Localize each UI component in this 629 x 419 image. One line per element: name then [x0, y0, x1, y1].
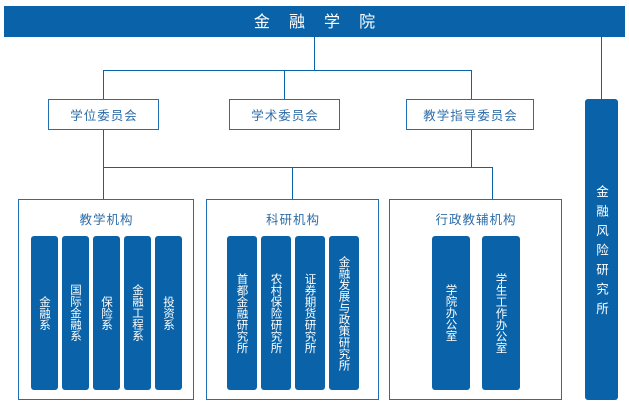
connector-degree-drop [103, 130, 104, 167]
unit-label: 金融发展与政策研究所 [337, 255, 352, 371]
unit-pill[interactable]: 农村保险研究所 [260, 236, 291, 390]
connector-to-group-admin [492, 167, 493, 199]
connector-to-academic-committee [284, 70, 285, 99]
committee-box-degree[interactable]: 学位委员会 [48, 99, 159, 130]
committee-box-academic[interactable]: 学术委员会 [229, 99, 340, 130]
group-container-research: 科研机构 首都金融研究所 农村保险研究所 证券期货研究所 金融发展与政策研究所 [206, 199, 379, 400]
unit-pill[interactable]: 首都金融研究所 [226, 236, 257, 390]
group-items: 首都金融研究所 农村保险研究所 证券期货研究所 金融发展与政策研究所 [207, 236, 378, 390]
group-container-admin: 行政教辅机构 学院办公室 学生工作办公室 [389, 199, 562, 400]
unit-pill[interactable]: 金融工程系 [123, 236, 151, 390]
committee-label: 学术委员会 [251, 108, 319, 123]
org-root-header[interactable]: 金 融 学 院 [4, 6, 625, 37]
unit-pill[interactable]: 金融系 [30, 236, 58, 390]
committee-box-teaching[interactable]: 教学指导委员会 [406, 99, 534, 130]
unit-label: 投资系 [161, 295, 176, 331]
unit-pill[interactable]: 学院办公室 [431, 236, 470, 390]
unit-pill[interactable]: 保险系 [92, 236, 120, 390]
group-title: 行政教辅机构 [435, 212, 517, 227]
unit-pill[interactable]: 金融发展与政策研究所 [328, 236, 359, 390]
unit-label: 保险系 [99, 295, 114, 331]
unit-pill[interactable]: 证券期货研究所 [294, 236, 325, 390]
unit-pill[interactable]: 国际金融系 [61, 236, 89, 390]
unit-label: 证券期货研究所 [303, 272, 318, 354]
connector-root-stem [314, 37, 315, 71]
unit-label: 金融系 [37, 295, 52, 331]
committee-label: 学位委员会 [70, 108, 138, 123]
group-title: 科研机构 [265, 212, 320, 227]
group-items: 金融系 国际金融系 保险系 金融工程系 投资系 [19, 236, 193, 390]
connector-committee-bus [103, 70, 472, 71]
unit-label: 农村保险研究所 [269, 272, 284, 354]
unit-label: 首都金融研究所 [235, 272, 250, 354]
connector-teaching-committee-drop [471, 130, 472, 167]
page-title: 金 融 学 院 [253, 11, 383, 31]
group-items: 学院办公室 学生工作办公室 [390, 236, 561, 390]
unit-pill[interactable]: 学生工作办公室 [481, 236, 520, 390]
unit-label: 金融工程系 [130, 284, 145, 342]
group-container-teaching: 教学机构 金融系 国际金融系 保险系 金融工程系 投资系 [18, 199, 194, 400]
connector-group-bus [103, 167, 493, 168]
group-title: 教学机构 [79, 212, 134, 227]
unit-label: 学生工作办公室 [494, 272, 509, 354]
unit-label: 国际金融系 [68, 284, 83, 342]
connector-to-group-research [292, 167, 293, 199]
committee-label: 教学指导委员会 [423, 108, 518, 123]
connector-root-to-side-institute [601, 37, 602, 99]
unit-label: 学院办公室 [444, 284, 459, 342]
connector-to-degree-committee [103, 70, 104, 99]
unit-label: 金融风险研究所 [594, 184, 609, 322]
unit-pill-financial-risk-institute[interactable]: 金融风险研究所 [585, 99, 618, 400]
unit-pill[interactable]: 投资系 [154, 236, 182, 390]
connector-to-teaching-committee [471, 70, 472, 99]
connector-to-group-teaching [103, 167, 104, 199]
